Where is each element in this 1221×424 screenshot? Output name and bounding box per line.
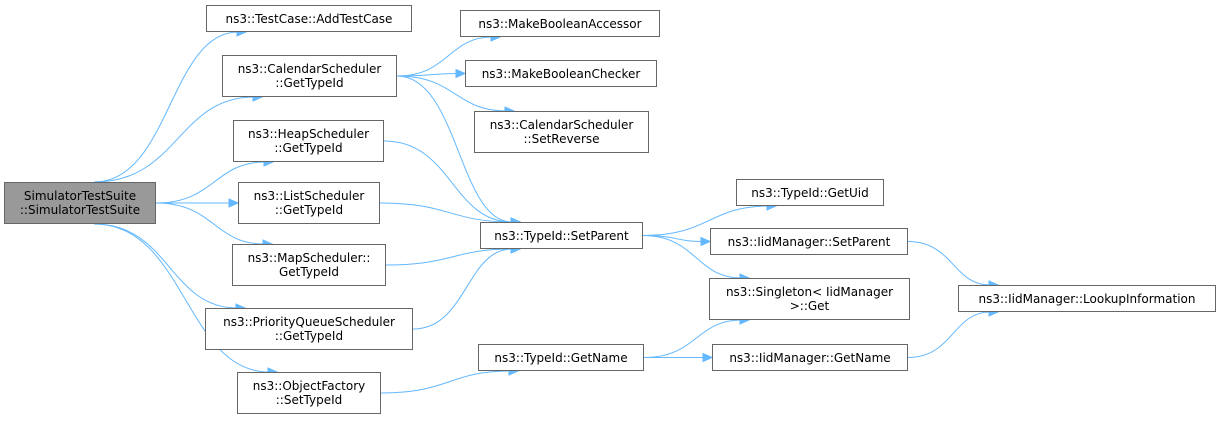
node-lookup[interactable]: ns3::IidManager::LookupInformation <box>958 285 1216 312</box>
edge-heap-setparent <box>383 140 513 223</box>
node-setparent[interactable]: ns3::TypeId::SetParent <box>480 222 643 249</box>
edge-pq-setparent <box>412 248 513 330</box>
node-label: ::GetTypeId <box>274 329 344 343</box>
edge-iidgetname-lookup <box>907 311 991 358</box>
node-pq[interactable]: ns3::PriorityQueueScheduler::GetTypeId <box>205 308 413 350</box>
node-label: ns3::CalendarScheduler <box>237 62 382 76</box>
node-list[interactable]: ns3::ListScheduler::GetTypeId <box>238 182 380 224</box>
node-label: ns3::IidManager::LookupInformation <box>978 291 1196 306</box>
node-setreverse[interactable]: ns3::CalendarScheduler::SetReverse <box>474 111 649 153</box>
node-label: ns3::ListScheduler <box>253 189 365 203</box>
node-addtestcase[interactable]: ns3::TestCase::AddTestCase <box>206 5 412 32</box>
node-label: ns3::CalendarScheduler <box>489 118 634 132</box>
node-singleton[interactable]: ns3::Singleton< IidManager>::Get <box>709 278 910 320</box>
node-objfactory[interactable]: ns3::ObjectFactory::SetTypeId <box>237 372 381 414</box>
edge-objfactory-getname <box>380 370 511 394</box>
edge-map-setparent <box>385 248 513 266</box>
edge-setparent-singleton <box>642 235 742 279</box>
edge-root-calendar <box>93 96 255 183</box>
node-label: ns3::MapScheduler:: <box>247 251 371 265</box>
node-label: ns3::TypeId::GetUid <box>751 185 869 200</box>
node-label: ::SetTypeId <box>275 393 343 407</box>
edge-calendar-setparent <box>396 75 513 223</box>
node-label: ns3::IidManager::GetName <box>729 350 891 365</box>
node-label: ns3::TypeId::SetParent <box>494 228 629 243</box>
node-label: ::GetTypeId <box>274 141 343 155</box>
node-label: GetTypeId <box>278 265 340 279</box>
node-label: ::GetTypeId <box>274 203 344 217</box>
node-calendar[interactable]: ns3::CalendarScheduler::GetTypeId <box>222 55 397 97</box>
edge-calendar-mkboolacc <box>396 36 493 77</box>
node-label: ns3::ObjectFactory <box>252 379 366 393</box>
edge-arrowhead <box>700 236 712 247</box>
node-label: ns3::HeapScheduler <box>247 127 370 141</box>
node-label: ns3::TypeId::GetName <box>494 350 628 365</box>
node-heap[interactable]: ns3::HeapScheduler::GetTypeId <box>233 120 384 162</box>
edge-arrowhead <box>455 68 467 79</box>
edge-root-objfactory <box>93 223 270 373</box>
edge-getname-singleton <box>643 319 742 358</box>
node-label: ::SimulatorTestSuite <box>19 203 141 217</box>
edge-root-heap <box>155 161 266 204</box>
node-label: SimulatorTestSuite <box>23 189 137 203</box>
edge-arrowhead <box>228 198 240 208</box>
node-label: >::Get <box>789 299 830 313</box>
edge-list-setparent <box>379 202 513 223</box>
edge-root-pq <box>93 223 238 309</box>
edge-iidsetparent-lookup <box>907 241 991 286</box>
node-getname[interactable]: ns3::TypeId::GetName <box>478 344 644 371</box>
node-label: ns3::MakeBooleanChecker <box>481 66 641 81</box>
node-getuid[interactable]: ns3::TypeId::GetUid <box>736 179 884 206</box>
edge-arrowhead <box>702 352 714 363</box>
edge-setparent-getuid <box>642 205 769 236</box>
node-label: ns3::IidManager::SetParent <box>727 234 891 249</box>
node-mkboolchk[interactable]: ns3::MakeBooleanChecker <box>465 60 657 87</box>
edge-calendar-setreverse <box>396 75 507 112</box>
edge-root-map <box>155 202 265 245</box>
node-mkboolacc[interactable]: ns3::MakeBooleanAccessor <box>460 10 660 37</box>
node-label: ns3::TestCase::AddTestCase <box>225 11 393 26</box>
edge-calendar-mkboolchk <box>396 73 458 77</box>
node-label: ns3::PriorityQueueScheduler <box>223 315 395 329</box>
node-root[interactable]: SimulatorTestSuite::SimulatorTestSuite <box>4 182 156 224</box>
edge-root-addtestcase <box>93 31 239 183</box>
node-label: ns3::MakeBooleanAccessor <box>478 16 642 31</box>
node-map[interactable]: ns3::MapScheduler::GetTypeId <box>232 244 386 286</box>
node-label: ::SetReverse <box>523 132 600 146</box>
node-iidgetname[interactable]: ns3::IidManager::GetName <box>712 344 908 371</box>
node-label: ns3::Singleton< IidManager <box>725 285 894 299</box>
node-label: ::GetTypeId <box>275 76 344 90</box>
node-iidsetparent[interactable]: ns3::IidManager::SetParent <box>710 228 908 255</box>
